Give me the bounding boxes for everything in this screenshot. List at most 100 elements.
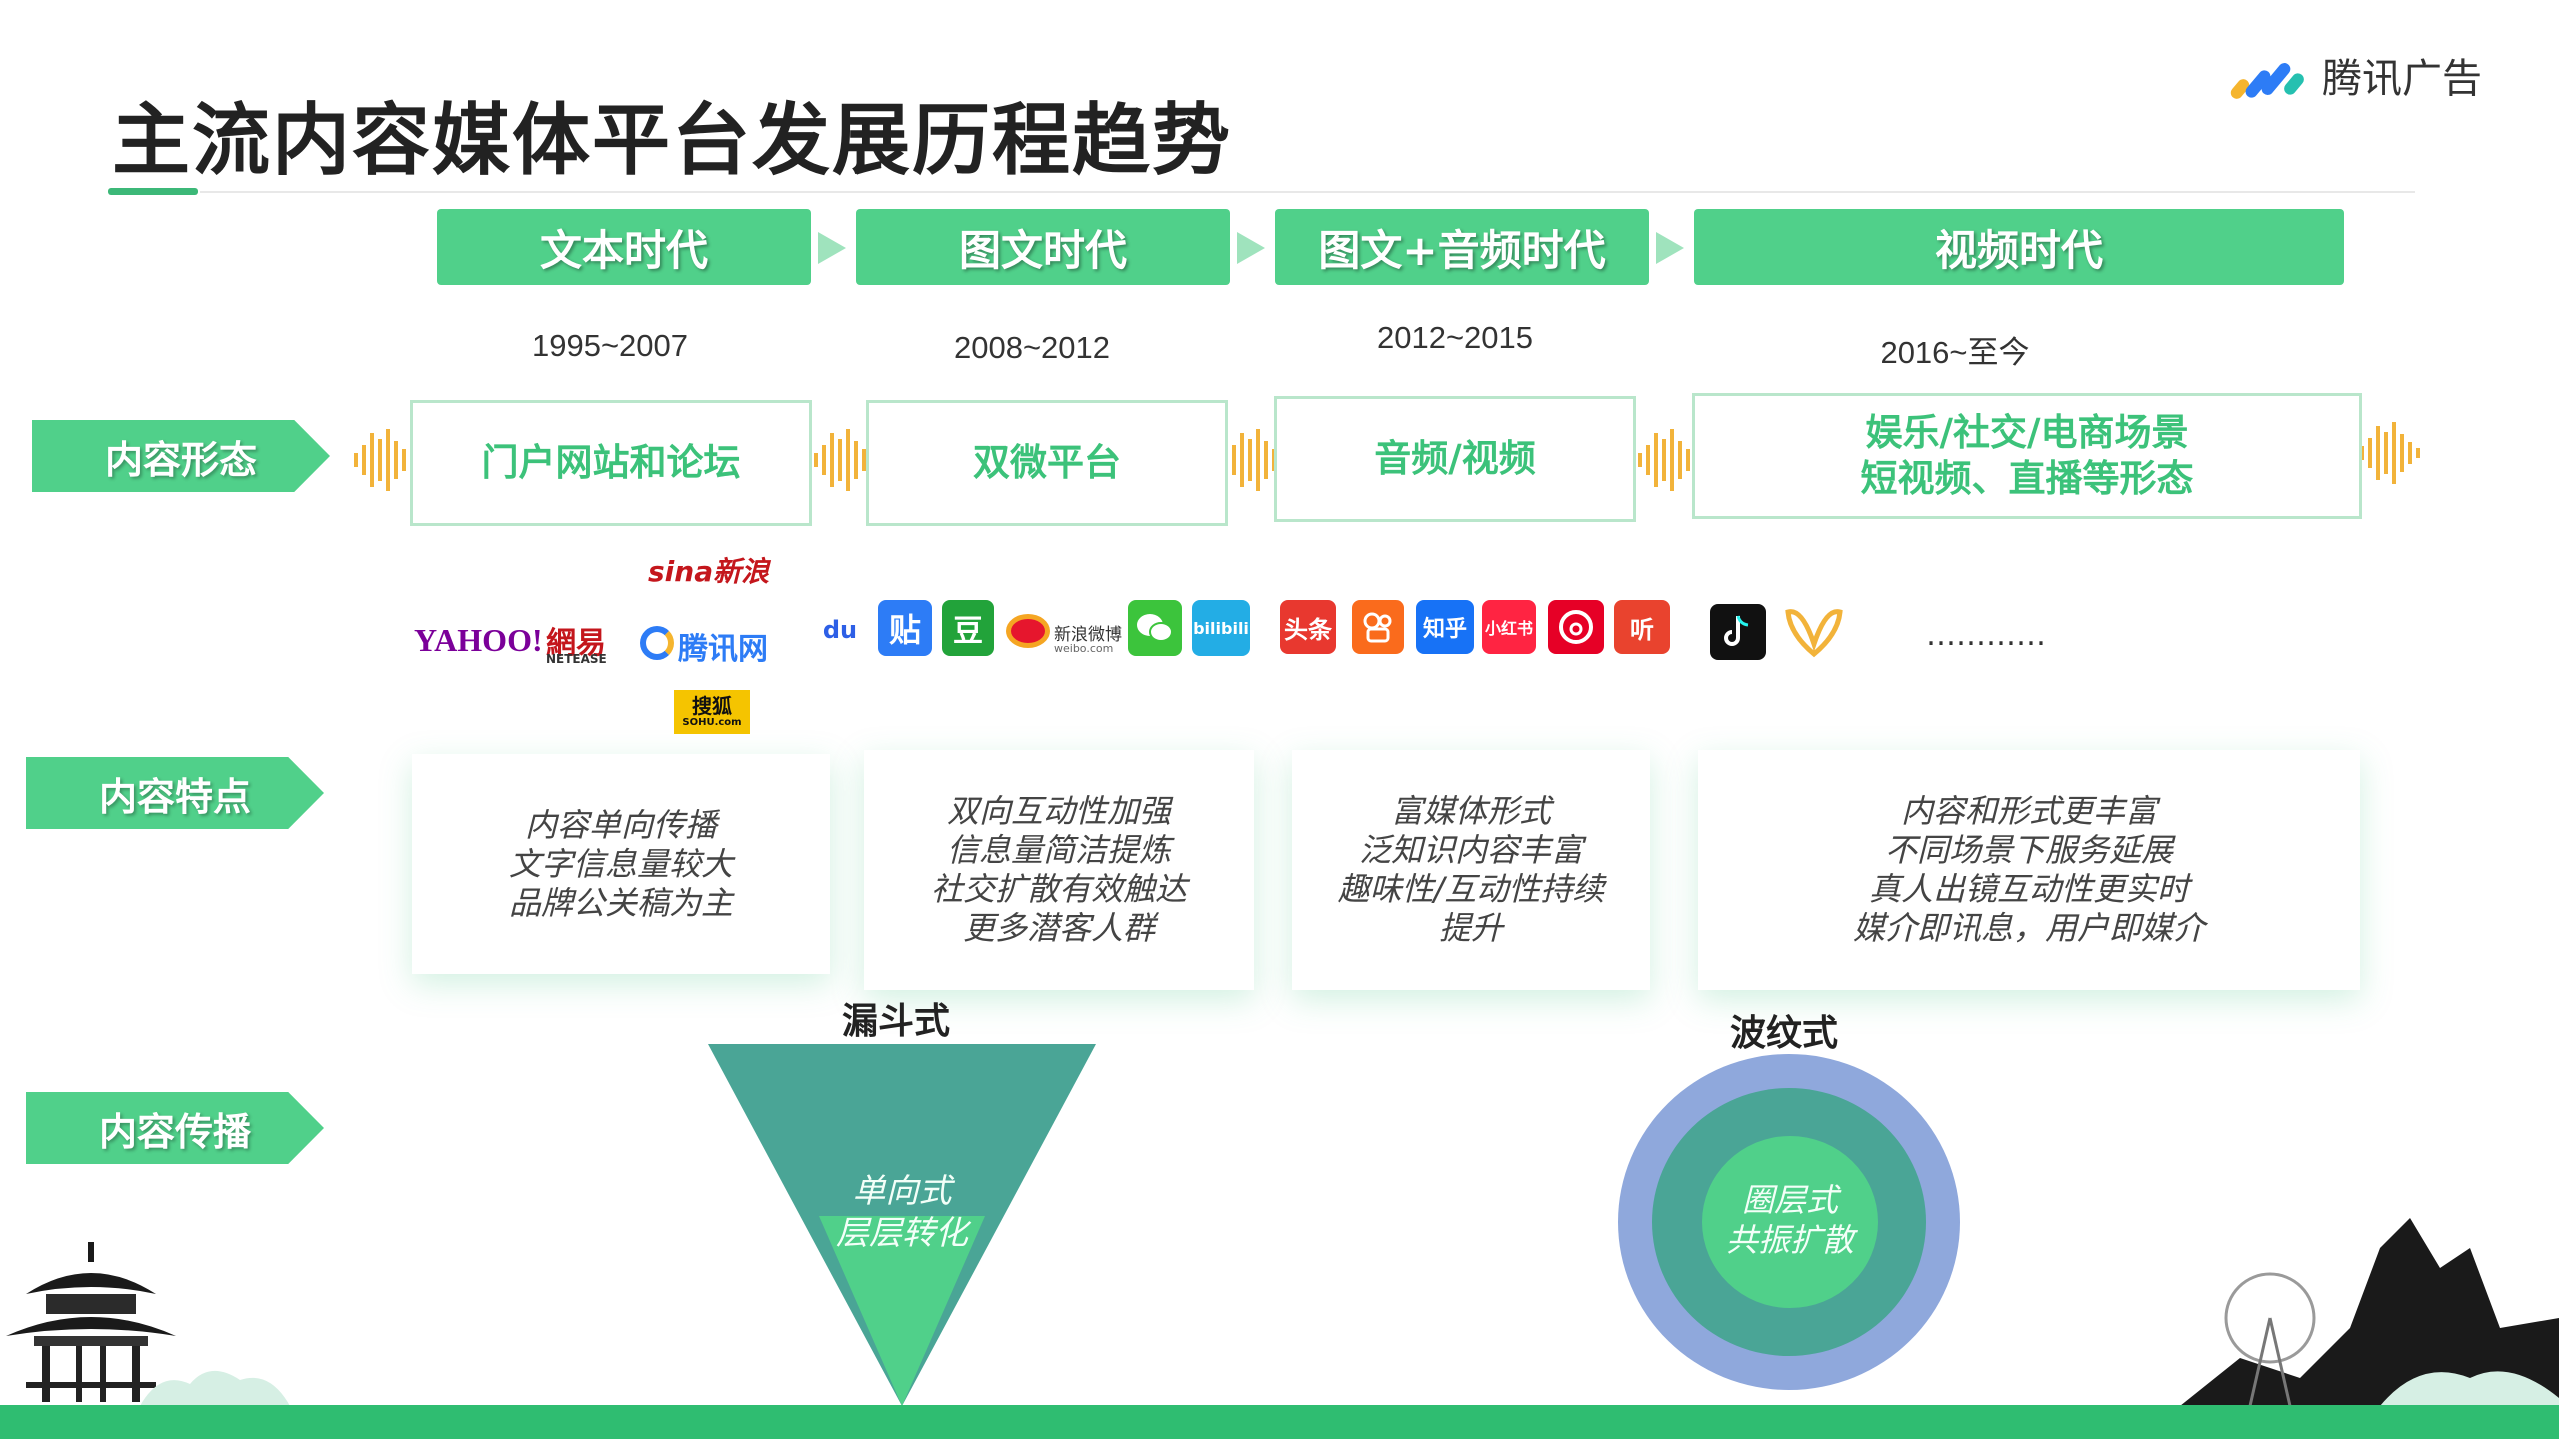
feature-line: 提升 — [1438, 909, 1503, 947]
sohu-sub: SOHU.com — [682, 717, 742, 728]
era-image-audio: 图文+音频时代 — [1275, 209, 1649, 285]
wechat-bubbles-icon — [1137, 614, 1173, 642]
feature-line: 内容单向传播 — [524, 805, 717, 844]
more-ellipsis: ………… — [1926, 618, 2046, 653]
baidu-icon: du — [812, 600, 868, 660]
arrow-right-icon — [1656, 232, 1684, 264]
ting-text: 听 — [1630, 615, 1654, 644]
title-underline — [108, 188, 198, 195]
feature-box-text-era: 内容单向传播 文字信息量较大 品牌公关稿为主 — [412, 754, 830, 974]
tieba-icon: 贴 — [878, 600, 932, 656]
mountain-illustration — [2180, 1218, 2559, 1406]
arrow-right-icon — [1237, 232, 1265, 264]
zhihu-icon: 知乎 — [1416, 600, 1474, 654]
ripple-line: 共振扩散 — [1725, 1221, 1854, 1259]
ximalaya-icon: 听 — [1614, 600, 1670, 654]
era-text: 文本时代 — [437, 209, 811, 285]
bilibili-text: bilibili — [1193, 618, 1249, 638]
music-note-icon — [1559, 610, 1593, 644]
douban-icon: 豆 — [942, 600, 994, 656]
era-image-text: 图文时代 — [856, 209, 1230, 285]
feature-box-video-era: 内容和形式更丰富 不同场景下服务延展 真人出镜互动性更实时 媒介即讯息，用户即媒… — [1698, 750, 2360, 990]
ripple-line: 圈层式 — [1741, 1181, 1838, 1219]
funnel-label: 单向式 层层转化 — [800, 1170, 1004, 1254]
ripple-inner-circle — [1702, 1136, 1878, 1308]
sohu-text: 搜狐 — [692, 694, 732, 718]
toutiao-text: 头条 — [1284, 615, 1332, 644]
zhihu-text: 知乎 — [1422, 617, 1467, 642]
feature-line: 泛知识内容丰富 — [1358, 831, 1583, 869]
feature-line: 品牌公关稿为主 — [508, 883, 733, 922]
sina-logo: sina新浪 — [648, 555, 770, 588]
form-line: 娱乐/社交/电商场景 — [1865, 411, 2189, 454]
funnel-diagram — [708, 1044, 1096, 1406]
tencent-ads-logo: 腾讯广告 — [2230, 45, 2482, 105]
era-years: 1995~2007 — [531, 328, 689, 363]
footer-bar — [0, 1405, 2559, 1439]
feature-box-image-text-era: 双向互动性加强 信息量简洁提炼 社交扩散有效触达 更多潜客人群 — [864, 750, 1254, 990]
feature-line: 信息量简洁提炼 — [946, 831, 1171, 869]
baidu-text: du — [822, 616, 858, 644]
page-title: 主流内容媒体平台发展历程趋势 — [112, 96, 1233, 186]
kuaishou-icon — [1352, 600, 1404, 654]
feature-line: 不同场景下服务延展 — [1884, 831, 2173, 869]
form-box-portal: 门户网站和论坛 — [410, 400, 812, 526]
logo-text: 腾讯广告 — [2322, 56, 2482, 102]
soundwave-icon — [2360, 422, 2420, 484]
form-box-weibo-wechat: 双微平台 — [866, 400, 1228, 526]
tencent-news-logo: 腾讯网 — [678, 632, 768, 667]
douban-text: 豆 — [953, 614, 983, 649]
weibo-logo: 新浪微博 — [1054, 625, 1122, 645]
funnel-line: 层层转化 — [836, 1213, 968, 1252]
row-label-spread: 内容传播 — [26, 1092, 324, 1164]
form-line: 门户网站和论坛 — [481, 441, 741, 484]
funnel-title: 漏斗式 — [842, 1001, 951, 1042]
feature-line: 社交扩散有效触达 — [930, 870, 1187, 908]
era-years: 2016~至今 — [1880, 335, 2030, 370]
tencent-news-icon — [640, 626, 674, 660]
netease-music-icon — [1548, 600, 1604, 654]
sohu-logo: 搜狐 SOHU.com — [674, 690, 750, 734]
feature-line: 趣味性/互动性持续 — [1337, 870, 1605, 908]
form-line: 双微平台 — [973, 441, 1121, 484]
soundwave-icon — [1638, 429, 1698, 491]
title-divider — [200, 191, 2415, 193]
feature-box-audio-era: 富媒体形式 泛知识内容丰富 趣味性/互动性持续 提升 — [1292, 750, 1650, 990]
xiaohongshu-icon: 小红书 — [1482, 600, 1536, 654]
toutiao-icon: 头条 — [1280, 600, 1336, 654]
pagoda-illustration — [6, 1242, 176, 1402]
wechat-icon — [1128, 600, 1182, 656]
douyin-icon — [1710, 604, 1766, 660]
soundwave-icon — [354, 429, 414, 491]
wechat-channels-icon — [1782, 604, 1846, 662]
xiaohongshu-text: 小红书 — [1484, 619, 1533, 638]
era-years: 2008~2012 — [953, 330, 1111, 365]
row-label-form: 内容形态 — [32, 420, 330, 492]
feature-line: 内容和形式更丰富 — [1900, 792, 2157, 830]
row-label-features: 内容特点 — [26, 757, 324, 829]
feature-line: 富媒体形式 — [1390, 792, 1551, 830]
bilibili-icon: bilibili — [1192, 600, 1250, 656]
weibo-icon — [1006, 614, 1050, 648]
form-line: 短视频、直播等形态 — [1860, 457, 2194, 500]
form-box-audio-video: 音频/视频 — [1274, 396, 1636, 522]
weibo-sub: weibo.com — [1054, 642, 1114, 655]
tieba-text: 贴 — [888, 611, 921, 649]
douyin-note-icon — [1724, 615, 1749, 646]
yahoo-logo: YAHOO! — [414, 622, 543, 658]
feature-line: 更多潜客人群 — [962, 909, 1155, 947]
feature-line: 双向互动性加强 — [946, 792, 1171, 830]
feature-line: 真人出镜互动性更实时 — [1868, 870, 2189, 908]
cloud-decoration — [140, 1370, 290, 1406]
era-years: 2012~2015 — [1376, 320, 1534, 355]
netease-logo: 網易 — [546, 626, 606, 661]
ripple-title: 波纹式 — [1730, 1013, 1839, 1054]
arrow-right-icon — [818, 232, 846, 264]
netease-sub: NETEASE — [546, 652, 607, 666]
feature-line: 媒介即讯息，用户即媒介 — [1852, 909, 2205, 947]
form-line: 音频/视频 — [1374, 437, 1536, 480]
tencent-ads-logo-icon — [2230, 63, 2304, 99]
butterfly-icon — [1785, 609, 1843, 658]
kuaishou-camera-icon — [1363, 612, 1392, 643]
era-video: 视频时代 — [1694, 209, 2344, 285]
